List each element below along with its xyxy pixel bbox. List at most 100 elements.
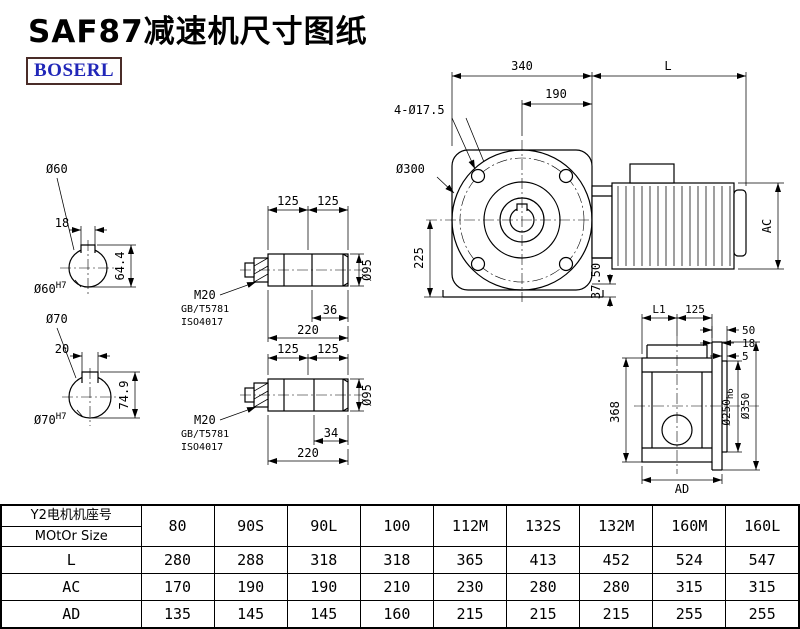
- bore-section-60: Ø60 18 64.4 Ø60H7: [34, 162, 136, 296]
- bore60-bore-tol: H7: [56, 281, 67, 291]
- bolt-hole: [470, 256, 486, 272]
- dim-value-cell: 145: [286, 600, 361, 629]
- dim-value-cell: 190: [286, 573, 361, 601]
- size-header-cell: 160M: [652, 504, 727, 547]
- bore60-keyway-height: 64.4: [113, 252, 127, 281]
- shaft-top-std-iso: ISO4017: [181, 317, 223, 328]
- dim-125-label: 125: [685, 303, 705, 316]
- bore-section-70: Ø70 20 74.9 Ø70H7: [34, 312, 140, 427]
- dim-value-cell: 215: [432, 600, 508, 629]
- bore70-bore-callout: Ø70H7: [34, 412, 67, 427]
- dim-value-cell: 280: [506, 573, 581, 601]
- size-header-cell: 90L: [286, 504, 361, 547]
- dim-368-label: 368: [608, 401, 622, 423]
- dim-value-cell: 318: [286, 546, 361, 574]
- table-row-l: L 280 288 318 318 365 413 452 524 547: [0, 546, 800, 574]
- motor-body: [611, 182, 735, 270]
- shaft-top-dim-220: 220: [297, 323, 319, 337]
- dim-value-cell: 547: [725, 546, 800, 574]
- brand-logo: BOSERL: [26, 57, 123, 85]
- front-view: 340 L 190 4-Ø17.5 Ø300 225 37.50 AC: [394, 59, 784, 307]
- bolt-hole: [470, 168, 486, 184]
- drawing-canvas: Ø60 18 64.4 Ø60H7 Ø70 20 74.9 Ø70H7: [34, 59, 784, 496]
- holes-callout: 4-Ø17.5: [394, 103, 445, 117]
- shaft-bot-dim-125a: 125: [277, 342, 299, 356]
- dim-225-label: 225: [412, 247, 426, 269]
- dim-value-cell: 255: [652, 600, 727, 629]
- bore70-bore-tol: H7: [56, 412, 67, 422]
- dim-value-cell: 255: [725, 600, 800, 629]
- shaft-top-dim-125b: 125: [317, 194, 339, 208]
- spec-table: Y2电机机座号 MOtOr Size 80 90S 90L 100 112M 1…: [0, 504, 800, 629]
- motor-adapter: [591, 185, 613, 259]
- bolt-hole: [558, 256, 574, 272]
- dim-length-l-label: L: [664, 59, 671, 73]
- shaft-detail-top: 125 125 M20 GB/T5781 ISO4017 36 220 Ø95: [181, 194, 374, 342]
- dim-value-cell: 190: [213, 573, 288, 601]
- shaft-top-std-gb: GB/T5781: [181, 304, 229, 315]
- dim-50-label: 50: [742, 324, 755, 337]
- bore60-bore-dia: Ø60: [34, 282, 56, 296]
- terminal-box: [629, 163, 675, 184]
- dim-18-label: 18: [742, 337, 755, 350]
- bolt-hole: [558, 168, 574, 184]
- flange-dia-callout: Ø300: [396, 162, 425, 176]
- dim-value-cell: 280: [579, 573, 654, 601]
- dim-value-cell: 230: [432, 573, 508, 601]
- table-header-motor-size: Y2电机机座号 MOtOr Size: [0, 504, 142, 547]
- dim-row-label: L: [0, 546, 142, 574]
- shaft-bot-dim-220: 220: [297, 446, 319, 460]
- dim-5-label: 5: [742, 350, 749, 363]
- dim-ad-label: AD: [675, 482, 689, 496]
- dim-value-cell: 315: [725, 573, 800, 601]
- bore60-label: Ø60: [46, 162, 68, 176]
- size-header-cell: 160L: [725, 504, 800, 547]
- motor-size-en: MOtOr Size: [34, 529, 108, 544]
- dim-value-cell: 413: [506, 546, 581, 574]
- dim-value-cell: 135: [140, 600, 215, 629]
- bore70-label: Ø70: [46, 312, 68, 326]
- size-header-cell: 132S: [506, 504, 581, 547]
- dim-value-cell: 318: [359, 546, 434, 574]
- dim-value-cell: 215: [579, 600, 654, 629]
- spigot-dia-text: Ø250: [720, 399, 733, 426]
- spigot-tol-text: h6: [726, 388, 736, 399]
- dim-value-cell: 210: [359, 573, 434, 601]
- dim-value-cell: 365: [432, 546, 508, 574]
- dim-value-cell: 280: [140, 546, 215, 574]
- shaft-bot-dim-125b: 125: [317, 342, 339, 356]
- size-header-cell: 132M: [579, 504, 654, 547]
- table-row-ad: AD 135 145 145 160 215 215 215 255 255: [0, 600, 800, 629]
- dim-value-cell: 215: [506, 600, 581, 629]
- dim-ac-label: AC: [760, 219, 774, 233]
- dim-190-label: 190: [545, 87, 567, 101]
- shaft-bot-std-gb: GB/T5781: [181, 429, 229, 440]
- shaft-top-dia-95: Ø95: [360, 259, 374, 281]
- side-view: L1 125 50 18 5 368 Ø250h6 Ø350 AD: [608, 303, 762, 496]
- motor-size-cn: Y2电机机座号: [2, 506, 141, 527]
- dim-340-label: 340: [511, 59, 533, 73]
- shaft-detail-bottom: 125 125 M20 GB/T5781 ISO4017 34 220 Ø95: [181, 342, 374, 465]
- dim-value-cell: 452: [579, 546, 654, 574]
- bore60-bore-callout: Ø60H7: [34, 281, 67, 296]
- side-flange-dia-callout: Ø350: [739, 393, 752, 420]
- size-header-cell: 90S: [213, 504, 288, 547]
- dim-value-cell: 315: [652, 573, 727, 601]
- table-header-row: Y2电机机座号 MOtOr Size 80 90S 90L 100 112M 1…: [0, 504, 800, 547]
- shaft-bot-dia-95: Ø95: [360, 384, 374, 406]
- bore70-bore-dia: Ø70: [34, 413, 56, 427]
- dim-value-cell: 524: [652, 546, 727, 574]
- dim-l1-label: L1: [652, 303, 665, 316]
- brand-text: BOSERL: [34, 60, 115, 81]
- shaft-top-dim-36: 36: [323, 303, 337, 317]
- shaft-bot-dim-34: 34: [324, 426, 338, 440]
- motor-endcap: [733, 189, 747, 257]
- dim-value-cell: 288: [213, 546, 288, 574]
- shaft-bot-thread-label: M20: [194, 413, 216, 427]
- table-row-ac: AC 170 190 190 210 230 280 280 315 315: [0, 573, 800, 601]
- spigot-dia-callout: Ø250h6: [720, 388, 736, 425]
- bore70-keyway-width: 20: [55, 342, 69, 356]
- dim-row-label: AD: [0, 600, 142, 629]
- size-header-cell: 112M: [432, 504, 508, 547]
- page-title: SAF87减速机尺寸图纸: [28, 14, 368, 50]
